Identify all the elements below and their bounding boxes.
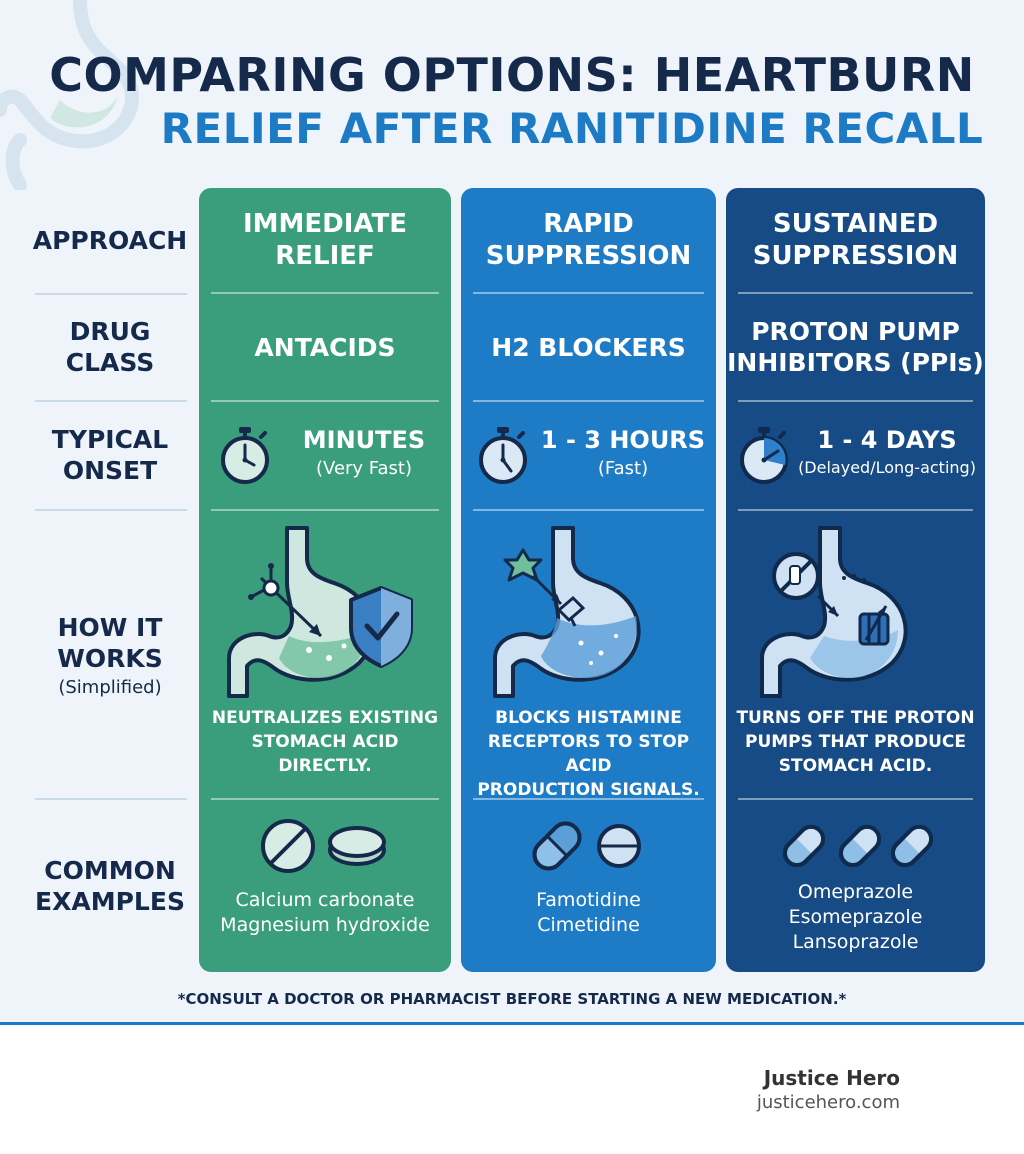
brand-name: Justice Hero xyxy=(763,1066,900,1090)
row-label-examples: COMMON EXAMPLES xyxy=(10,855,210,917)
description-line1: NEUTRALIZES EXISTING xyxy=(211,708,439,728)
row-divider xyxy=(211,509,439,511)
row-label-drug-class-line1: DRUG xyxy=(69,317,151,346)
row-label-onset-line1: TYPICAL xyxy=(51,425,169,454)
column-h2-blockers: RAPID SUPPRESSION H2 BLOCKERS 1 - 3 HOUR… xyxy=(461,188,716,972)
description-line2: PUMPS THAT PRODUCE xyxy=(745,732,966,752)
example-2: Magnesium hydroxide xyxy=(220,914,430,936)
examples-cell: Calcium carbonate Magnesium hydroxide xyxy=(199,888,451,938)
drug-class-line1: H2 BLOCKERS xyxy=(491,333,686,362)
stopwatch-icon xyxy=(479,427,527,484)
description-line3: PRODUCTION SIGNALS. xyxy=(477,780,700,800)
description-line3: DIRECTLY. xyxy=(278,756,372,776)
approach-cell: SUSTAINED SUPPRESSION xyxy=(726,208,985,272)
description-line1: TURNS OFF THE PROTON xyxy=(736,708,975,728)
row-label-onset-line2: ONSET xyxy=(62,456,158,485)
infographic: COMPARING OPTIONS: HEARTBURN RELIEF AFTE… xyxy=(0,0,1024,1026)
row-divider xyxy=(35,509,187,511)
row-label-onset: TYPICAL ONSET xyxy=(10,424,210,486)
row-label-how-sub: (Simplified) xyxy=(58,677,162,698)
drug-class-cell: ANTACIDS xyxy=(199,332,451,363)
description-cell: TURNS OFF THE PROTON PUMPS THAT PRODUCE … xyxy=(726,706,985,778)
description-cell: NEUTRALIZES EXISTING STOMACH ACID DIRECT… xyxy=(199,706,451,778)
onset-cell: MINUTES (Very Fast) xyxy=(279,426,449,479)
onset-cell: 1 - 3 HOURS (Fast) xyxy=(535,426,711,479)
examples-cell: Omeprazole Esomeprazole Lansoprazole xyxy=(726,880,985,955)
drug-class-cell: H2 BLOCKERS xyxy=(461,332,716,363)
approach-line1: IMMEDIATE xyxy=(242,209,408,239)
description-line2: STOMACH ACID xyxy=(251,732,399,752)
row-divider xyxy=(35,400,187,402)
row-divider xyxy=(473,798,704,800)
row-divider xyxy=(35,293,187,295)
footer-divider xyxy=(0,1022,1024,1025)
row-label-how-line2: WORKS xyxy=(57,644,163,673)
row-divider xyxy=(35,798,187,800)
row-label-examples-line1: COMMON xyxy=(44,856,176,885)
approach-cell: RAPID SUPPRESSION xyxy=(461,208,716,272)
stomach-outline-icon xyxy=(0,0,139,190)
row-divider xyxy=(211,292,439,294)
title-line-1: COMPARING OPTIONS: HEARTBURN xyxy=(49,48,975,102)
row-divider xyxy=(738,509,973,511)
disclaimer-footnote: *CONSULT A DOCTOR OR PHARMACIST BEFORE S… xyxy=(177,990,847,1008)
stomach-pump-icon xyxy=(760,526,908,698)
brand-block: Justice Hero justicehero.com xyxy=(700,1066,900,1113)
onset-value: MINUTES xyxy=(302,426,426,454)
examples-cell: Famotidine Cimetidine xyxy=(461,888,716,938)
brand-url-link[interactable]: justicehero.com xyxy=(756,1092,900,1113)
row-divider xyxy=(473,400,704,402)
row-divider xyxy=(738,798,973,800)
row-divider xyxy=(473,509,704,511)
title-line-2: RELIEF AFTER RANITIDINE RECALL xyxy=(160,104,984,153)
row-label-approach: APPROACH xyxy=(32,226,188,255)
tablet-icon xyxy=(261,819,386,873)
onset-value: 1 - 3 HOURS xyxy=(540,426,706,454)
capsule-icon xyxy=(782,824,934,868)
stopwatch-icon xyxy=(221,427,269,484)
row-label-how-it-works: HOW IT WORKS (Simplified) xyxy=(10,612,210,702)
stomach-blocker-icon xyxy=(493,526,641,698)
onset-cell: 1 - 4 DAYS (Delayed/Long-acting) xyxy=(794,426,980,477)
example-1: Omeprazole xyxy=(797,881,914,903)
onset-sub: (Fast) xyxy=(597,458,649,479)
row-divider xyxy=(738,400,973,402)
approach-line2: SUPPRESSION xyxy=(752,241,959,271)
row-divider xyxy=(211,400,439,402)
row-divider xyxy=(211,798,439,800)
approach-line1: RAPID xyxy=(543,209,634,239)
drug-class-line2: INHIBITORS (PPIs) xyxy=(727,348,984,377)
approach-line2: SUPPRESSION xyxy=(485,241,692,271)
column-ppis: SUSTAINED SUPPRESSION PROTON PUMP INHIBI… xyxy=(726,188,985,972)
example-2: Cimetidine xyxy=(537,914,640,936)
onset-sub: (Delayed/Long-acting) xyxy=(798,458,976,477)
column-antacids: IMMEDIATE RELIEF ANTACIDS MINUTES (Very … xyxy=(199,188,451,972)
row-label-how-line1: HOW IT xyxy=(57,613,163,642)
row-label-examples-line2: EXAMPLES xyxy=(35,887,185,916)
approach-cell: IMMEDIATE RELIEF xyxy=(199,208,451,272)
onset-value: 1 - 4 DAYS xyxy=(817,426,957,454)
row-divider xyxy=(738,292,973,294)
row-label-drug-class-line2: CLASS xyxy=(65,348,155,377)
drug-class-line1: PROTON PUMP xyxy=(751,317,960,346)
description-cell: BLOCKS HISTAMINE RECEPTORS TO STOP ACID … xyxy=(461,706,716,802)
description-line1: BLOCKS HISTAMINE xyxy=(495,708,682,728)
approach-line2: RELIEF xyxy=(275,241,375,271)
description-line2: RECEPTORS TO STOP ACID xyxy=(487,732,690,776)
stomach-shield-icon xyxy=(227,526,413,698)
onset-sub: (Very Fast) xyxy=(316,458,412,479)
approach-line1: SUSTAINED xyxy=(772,209,939,239)
example-1: Calcium carbonate xyxy=(235,889,415,911)
row-divider xyxy=(473,292,704,294)
example-3: Lansoprazole xyxy=(792,931,919,953)
example-1: Famotidine xyxy=(536,889,641,911)
drug-class-line1: ANTACIDS xyxy=(254,333,396,362)
example-2: Esomeprazole xyxy=(788,906,923,928)
drug-class-cell: PROTON PUMP INHIBITORS (PPIs) xyxy=(726,316,985,378)
capsule-icon xyxy=(532,821,641,871)
row-label-drug-class: DRUG CLASS xyxy=(10,316,210,378)
description-line3: STOMACH ACID. xyxy=(778,756,933,776)
stopwatch-icon xyxy=(740,427,788,484)
